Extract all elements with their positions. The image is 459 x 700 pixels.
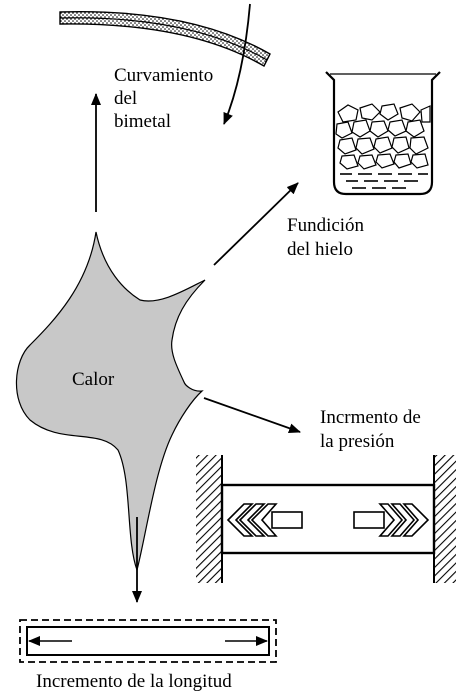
heat-blob [15,231,206,573]
pressure-label-line2: la presión [320,431,395,452]
bimetal-label-line3: bimetal [114,111,171,132]
ice-beaker [325,71,441,196]
bimetal-strip [59,10,271,67]
heat-label: Calor [72,369,115,390]
pressure-arrow-left [226,503,303,537]
arrow-to-ice [213,182,299,266]
bimetal-bend-arrow [223,3,251,125]
ice-label-line1: Fundición [287,215,365,236]
pressure-arrow-right [353,503,430,537]
length-label: Incremento de la longitud [36,671,232,692]
arrow-to-pressure [203,397,301,434]
left-wall [196,455,222,583]
pressure-label-line1: Incrmento de [320,407,421,428]
ice-label-line2: del hielo [287,239,353,260]
pressure-vessel [196,455,456,583]
length-bar [19,619,277,663]
bimetal-label-line2: del [114,88,138,109]
ice-cubes [335,103,431,170]
melt-water [340,173,428,189]
right-wall [434,455,456,583]
bimetal-label-line1: Curvamiento [114,65,214,86]
